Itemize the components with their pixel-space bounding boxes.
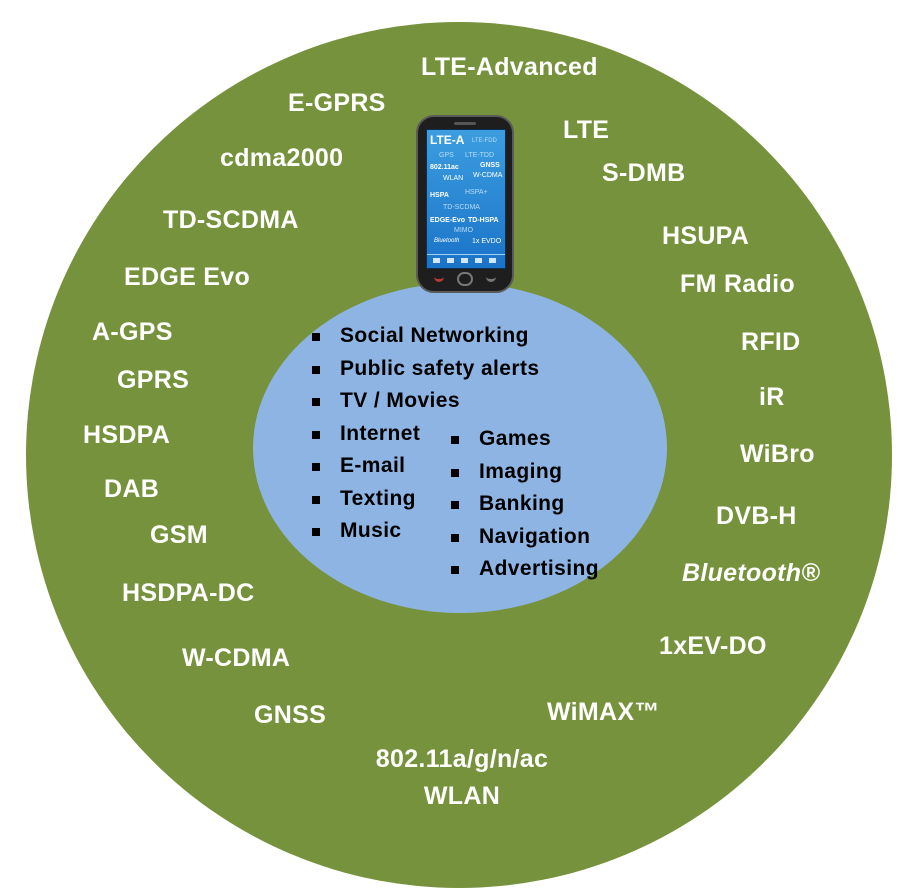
bullet-icon xyxy=(451,501,459,509)
tech-gprs: GPRS xyxy=(117,366,190,394)
tech-fm-radio: FM Radio xyxy=(680,270,795,298)
app-icon xyxy=(447,258,454,263)
end-call-icon xyxy=(434,274,444,282)
applications-list-left: Social Networking Public safety alerts T… xyxy=(310,320,539,548)
tech-e-gprs: E-GPRS xyxy=(288,89,386,117)
app-item: Social Networking xyxy=(310,320,539,353)
bullet-icon xyxy=(312,463,320,471)
screen-bluetooth: Bluetooth xyxy=(434,238,460,244)
screen-td-scdma: TD-SCDMA xyxy=(443,204,480,211)
app-item: Advertising xyxy=(449,553,599,586)
tech-1xev-do: 1xEV-DO xyxy=(659,632,767,660)
tech-w-cdma: W-CDMA xyxy=(182,644,291,672)
tech-wlan: WLAN xyxy=(423,782,501,810)
screen-lte-tdd: LTE-TDD xyxy=(465,152,495,159)
screen-wlan: WLAN xyxy=(443,175,464,182)
app-item: Navigation xyxy=(449,521,599,554)
bullet-icon xyxy=(312,528,320,536)
app-item: Texting xyxy=(310,483,539,516)
tech-rfid: RFID xyxy=(741,328,801,356)
tech-s-dmb: S-DMB xyxy=(602,159,686,187)
app-item: Internet xyxy=(310,418,539,451)
smartphone-icon: LTE-A LTE-FDD GPS LTE-TDD 802.11ac GNSS … xyxy=(416,115,514,293)
tech-lte-advanced: LTE-Advanced xyxy=(421,53,598,81)
call-icon xyxy=(486,274,496,282)
tech-edge-evo: EDGE Evo xyxy=(124,263,251,291)
tech-hsdpa: HSDPA xyxy=(83,421,171,449)
applications-list-right: Games Imaging Banking Navigation Adverti… xyxy=(449,423,599,586)
app-item: Imaging xyxy=(449,456,599,489)
tech-dvb-h: DVB-H xyxy=(716,502,797,530)
bullet-icon xyxy=(451,533,459,542)
app-icon xyxy=(461,258,468,263)
bullet-icon xyxy=(312,398,320,406)
bullet-icon xyxy=(312,430,320,439)
phone-screen: LTE-A LTE-FDD GPS LTE-TDD 802.11ac GNSS … xyxy=(426,129,506,269)
app-item: Games xyxy=(449,423,599,456)
screen-lte-fdd: LTE-FDD xyxy=(472,138,497,144)
tech-gnss: GNSS xyxy=(254,701,327,729)
screen-gps: GPS xyxy=(439,152,454,159)
app-item: TV / Movies xyxy=(310,385,539,418)
screen-wcdma: W-CDMA xyxy=(473,172,503,179)
bullet-icon xyxy=(451,468,459,477)
screen-hspa: HSPA xyxy=(430,192,449,199)
tech-cdma2000: cdma2000 xyxy=(220,144,344,172)
app-icon xyxy=(475,258,482,263)
speaker-icon xyxy=(454,122,476,125)
app-item: Banking xyxy=(449,488,599,521)
bullet-icon xyxy=(312,365,320,374)
screen-td-hspa: TD-HSPA xyxy=(468,217,499,224)
tech-td-scdma: TD-SCDMA xyxy=(163,206,299,234)
bullet-icon xyxy=(451,436,459,444)
screen-hspa-plus: HSPA+ xyxy=(465,189,488,196)
tech-wlan-standard: 802.11a/g/n/ac xyxy=(375,745,549,773)
tech-hsupa: HSUPA xyxy=(662,222,750,250)
tech-lte: LTE xyxy=(563,116,610,144)
screen-1x-evdo: 1x EVDO xyxy=(472,238,502,245)
tech-wimax: WiMAX™ xyxy=(547,698,660,726)
tech-ir: iR xyxy=(759,383,785,411)
tech-wibro: WiBro xyxy=(740,440,815,468)
screen-lte-a: LTE-A xyxy=(430,133,465,147)
screen-mimo: MIMO xyxy=(454,227,474,234)
bullet-icon xyxy=(451,566,459,574)
applications-circle xyxy=(253,283,667,613)
home-button-icon xyxy=(457,272,473,286)
app-item: Public safety alerts xyxy=(310,353,539,386)
bullet-icon xyxy=(312,333,320,341)
screen-80211ac: 802.11ac xyxy=(430,164,459,171)
app-item: E-mail xyxy=(310,450,539,483)
tech-hsdpa-dc: HSDPA-DC xyxy=(122,579,255,607)
app-icon xyxy=(433,258,440,263)
app-icon xyxy=(489,258,496,263)
tech-dab: DAB xyxy=(104,475,160,503)
tech-bluetooth: Bluetooth® xyxy=(682,559,821,587)
screen-edge-evo: EDGE-Evo xyxy=(430,217,466,224)
screen-divider xyxy=(427,254,505,255)
tech-gsm: GSM xyxy=(150,521,208,549)
app-item: Music xyxy=(310,515,539,548)
bullet-icon xyxy=(312,495,320,504)
screen-gnss: GNSS xyxy=(480,162,500,169)
tech-a-gps: A-GPS xyxy=(92,318,173,346)
